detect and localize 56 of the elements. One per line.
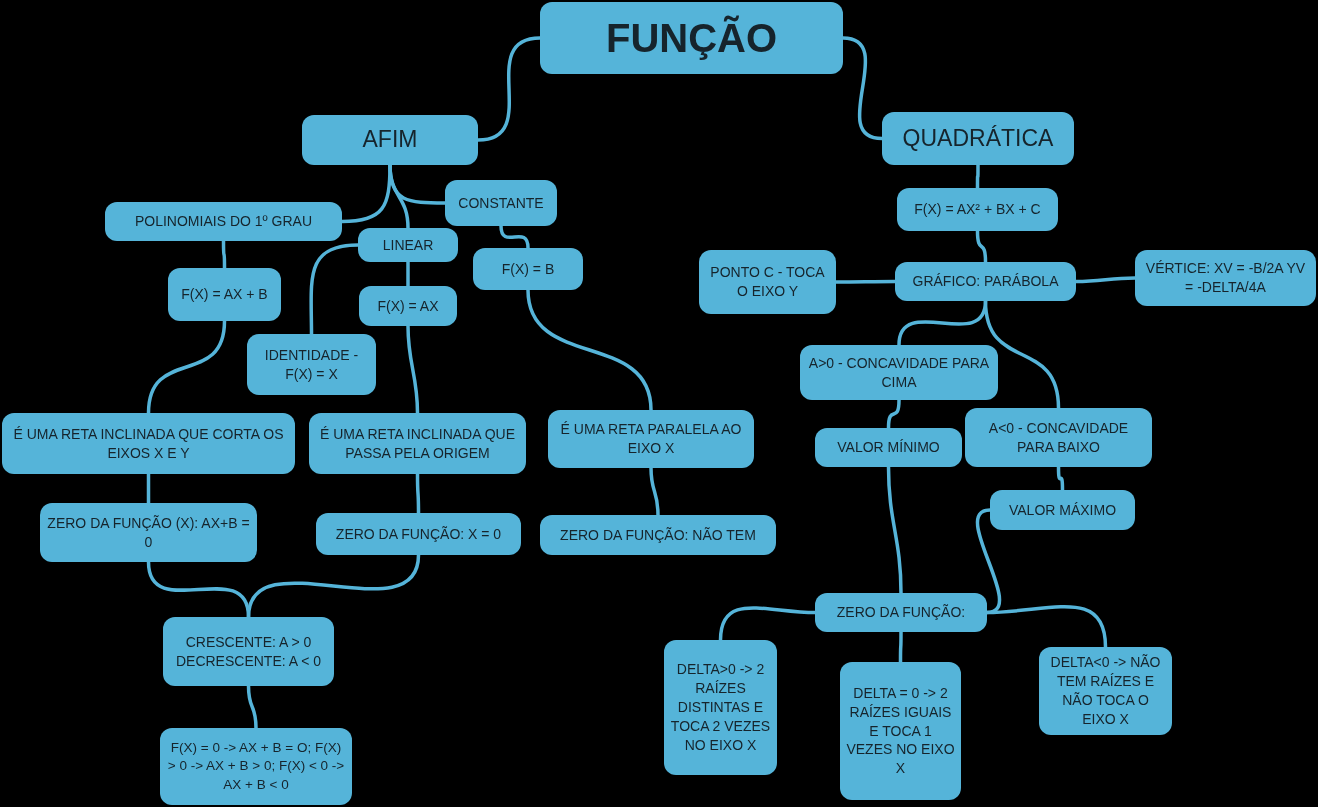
connector-line (246, 685, 258, 729)
concept-box: FUNÇÃO (540, 2, 843, 74)
concept-box: F(X) = AX + B (168, 268, 281, 321)
concept-box: ZERO DA FUNÇÃO: X = 0 (316, 513, 521, 555)
connector-line (975, 230, 988, 263)
connector-line (477, 36, 541, 142)
connector-line (146, 474, 151, 503)
concept-box: QUADRÁTICA (882, 112, 1074, 165)
concept-box: A<0 - CONCAVIDADE PARA BAIXO (965, 408, 1152, 467)
concept-box: A>0 - CONCAVIDADE PARA CIMA (800, 345, 998, 400)
connector-line (886, 399, 901, 429)
connector-line (526, 289, 653, 411)
concept-box: DELTA = 0 -> 2 RAÍZES IGUAIS E TOCA 1 VEZES NO EIXO X (840, 662, 961, 800)
concept-box: É UMA RETA INCLINADA QUE CORTA OS EIXOS X E Y (2, 413, 295, 474)
connector-line (406, 262, 410, 286)
connector-line (415, 474, 421, 513)
concept-box: VALOR MÍNIMO (815, 428, 962, 467)
connector-line (309, 243, 359, 334)
concept-box: VÉRTICE: XV = -B/2A YV = -DELTA/4A (1135, 250, 1316, 306)
connector-line (898, 632, 903, 662)
connector-line (886, 466, 903, 594)
connector-line (246, 554, 421, 618)
connector-line (718, 606, 816, 641)
concept-box: É UMA RETA INCLINADA QUE PASSA PELA ORIGEM (309, 413, 526, 474)
concept-box: F(X) = AX (359, 286, 457, 326)
connector-line (388, 164, 410, 229)
concept-box: ZERO DA FUNÇÃO (X): AX+B = 0 (40, 503, 257, 562)
connector-line (975, 165, 980, 188)
connector-line (406, 325, 420, 414)
concept-box: F(X) = AX² + BX + C (897, 188, 1058, 231)
concept-box: F(X) = B (473, 248, 583, 290)
concept-box: LINEAR (358, 228, 458, 262)
connector-line (649, 467, 660, 516)
concept-box: CONSTANTE (445, 180, 557, 226)
concept-box: IDENTIDADE - F(X) = X (247, 334, 376, 395)
concept-box: ZERO DA FUNÇÃO: NÃO TEM (540, 515, 776, 555)
concept-box: DELTA<0 -> NÃO TEM RAÍZES E NÃO TOCA O EIXO X (1039, 647, 1172, 735)
connector-line (842, 36, 883, 141)
concept-box: ZERO DA FUNÇÃO: (815, 593, 987, 632)
connector-line (1056, 466, 1065, 491)
concept-box: VALOR MÁXIMO (990, 490, 1135, 530)
concept-box: AFIM (302, 115, 478, 165)
concept-box: F(X) = 0 -> AX + B = O; F(X) > 0 -> AX + B > 0; F(X) < 0 -> AX + B < 0 (160, 728, 352, 805)
connector-line (1076, 276, 1135, 284)
concept-box: DELTA>0 -> 2 RAÍZES DISTINTAS E TOCA 2 VEZES NO EIXO X (664, 640, 777, 775)
connector-line (221, 241, 227, 268)
connector-line (499, 225, 530, 249)
connector-line (836, 279, 895, 284)
connector-line (986, 605, 1108, 648)
concept-box: PONTO C - TOCA O EIXO Y (699, 250, 836, 314)
connector-line (146, 320, 227, 414)
concept-box: GRÁFICO: PARÁBOLA (895, 262, 1076, 301)
concept-box: É UMA RETA PARALELA AO EIXO X (548, 410, 754, 468)
concept-box: POLINOMIAIS DO 1º GRAU (105, 202, 342, 241)
connector-line (983, 300, 1061, 409)
concept-box: CRESCENTE: A > 0 DECRESCENTE: A < 0 (163, 617, 334, 686)
